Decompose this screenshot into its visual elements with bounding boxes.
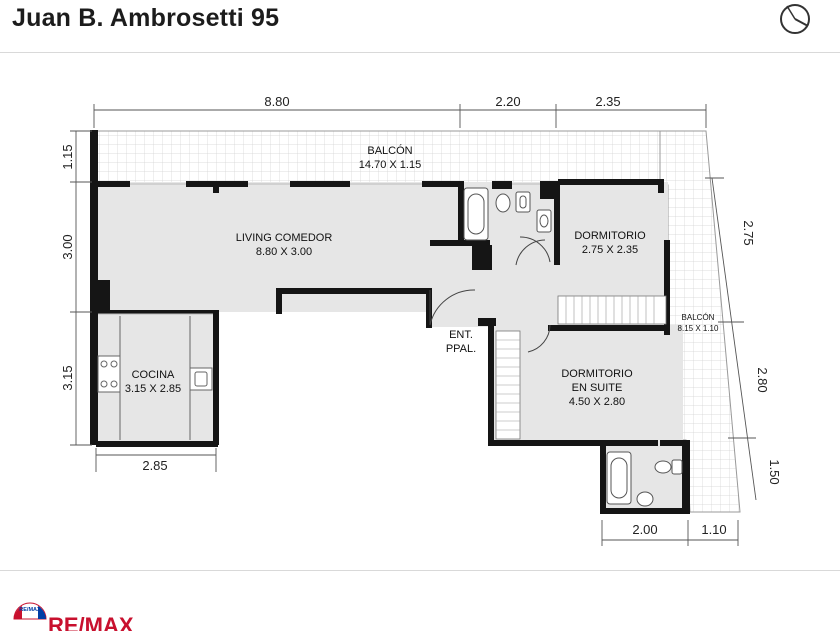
dim-top-3: 2.35	[595, 94, 620, 109]
balcony-top	[93, 130, 707, 186]
dim-left-1: 1.15	[60, 144, 75, 169]
dim-bottom-1: 2.85	[142, 458, 167, 473]
room-size-living: 8.80 X 3.00	[256, 246, 312, 258]
dim-top-1: 8.80	[264, 94, 289, 109]
dim-top-2: 2.20	[495, 94, 520, 109]
room-size-suite: 4.50 X 2.80	[569, 396, 625, 408]
floor-plan: 8.80 2.20 2.35 1.15 3.00 3.15 2.75 2.80 …	[0, 53, 840, 570]
brand-main-text: RE/MAX	[48, 613, 134, 631]
room-size-balcon-side: 8.15 X 1.10	[678, 324, 719, 333]
room-name-dormitorio: DORMITORIO	[574, 230, 646, 242]
dim-bottom-3: 1.10	[701, 522, 726, 537]
dim-right-3: 1.50	[767, 459, 782, 484]
entrance-label-1: ENT.	[449, 329, 473, 341]
entrance-label-2: PPAL.	[446, 343, 476, 355]
floor-plan-drawing: 8.80 2.20 2.35 1.15 3.00 3.15 2.75 2.80 …	[60, 94, 782, 546]
room-size-balcon-top: 14.70 X 1.15	[359, 159, 421, 171]
dim-left-3: 3.15	[60, 365, 75, 390]
room-name-living: LIVING COMEDOR	[236, 232, 333, 244]
dim-right-1: 2.75	[741, 220, 756, 245]
page-title: Juan B. Ambrosetti 95	[12, 4, 280, 32]
room-name-suite-2: EN SUITE	[572, 382, 623, 394]
dim-bottom-2: 2.00	[632, 522, 657, 537]
room-name-balcon-side: BALCÓN	[682, 313, 715, 322]
room-size-dormitorio: 2.75 X 2.35	[582, 244, 638, 256]
room-name-suite-1: DORMITORIO	[561, 368, 633, 380]
dim-right-2: 2.80	[755, 367, 770, 392]
dim-left-2: 3.00	[60, 234, 75, 259]
footer: RE/MAX RE/MAX	[0, 570, 840, 631]
room-name-balcon-top: BALCÓN	[367, 144, 412, 157]
brand-small-text: RE/MAX	[19, 607, 41, 613]
room-name-cocina: COCINA	[132, 369, 175, 381]
room-size-cocina: 3.15 X 2.85	[125, 383, 181, 395]
remax-balloon-icon: RE/MAX RE/MAX	[13, 602, 134, 631]
north-arrow-icon	[780, 4, 810, 34]
header: Juan B. Ambrosetti 95	[0, 0, 840, 53]
